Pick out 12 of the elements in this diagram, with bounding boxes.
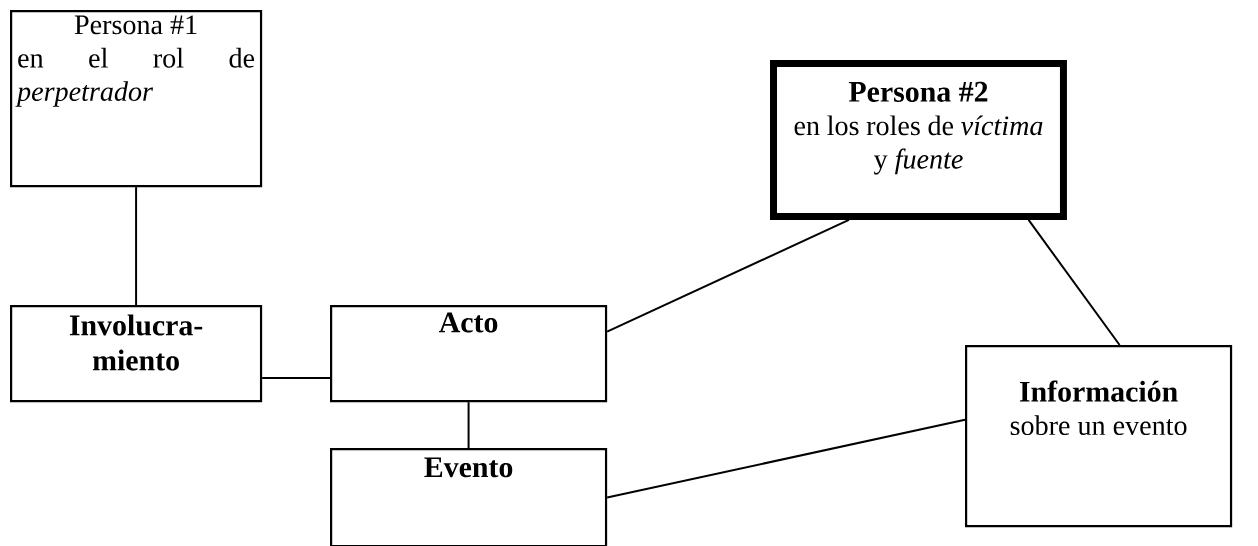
entity-box: Persona #1 en el rol de perpetrador [10, 10, 263, 188]
connector-line [606, 218, 850, 333]
entity-box: Evento [330, 448, 608, 546]
connector-line [135, 186, 138, 306]
connector-line [606, 418, 966, 499]
connector-line [261, 377, 331, 380]
connector-line [1027, 218, 1121, 346]
entity-box: Involucra- miento [10, 305, 263, 403]
entity-box: Acto [330, 305, 608, 403]
entity-box: Persona #2 en los roles de víctima y fuente [770, 60, 1067, 220]
connector-line [467, 401, 470, 449]
entity-box: Información sobre un evento [965, 345, 1233, 528]
